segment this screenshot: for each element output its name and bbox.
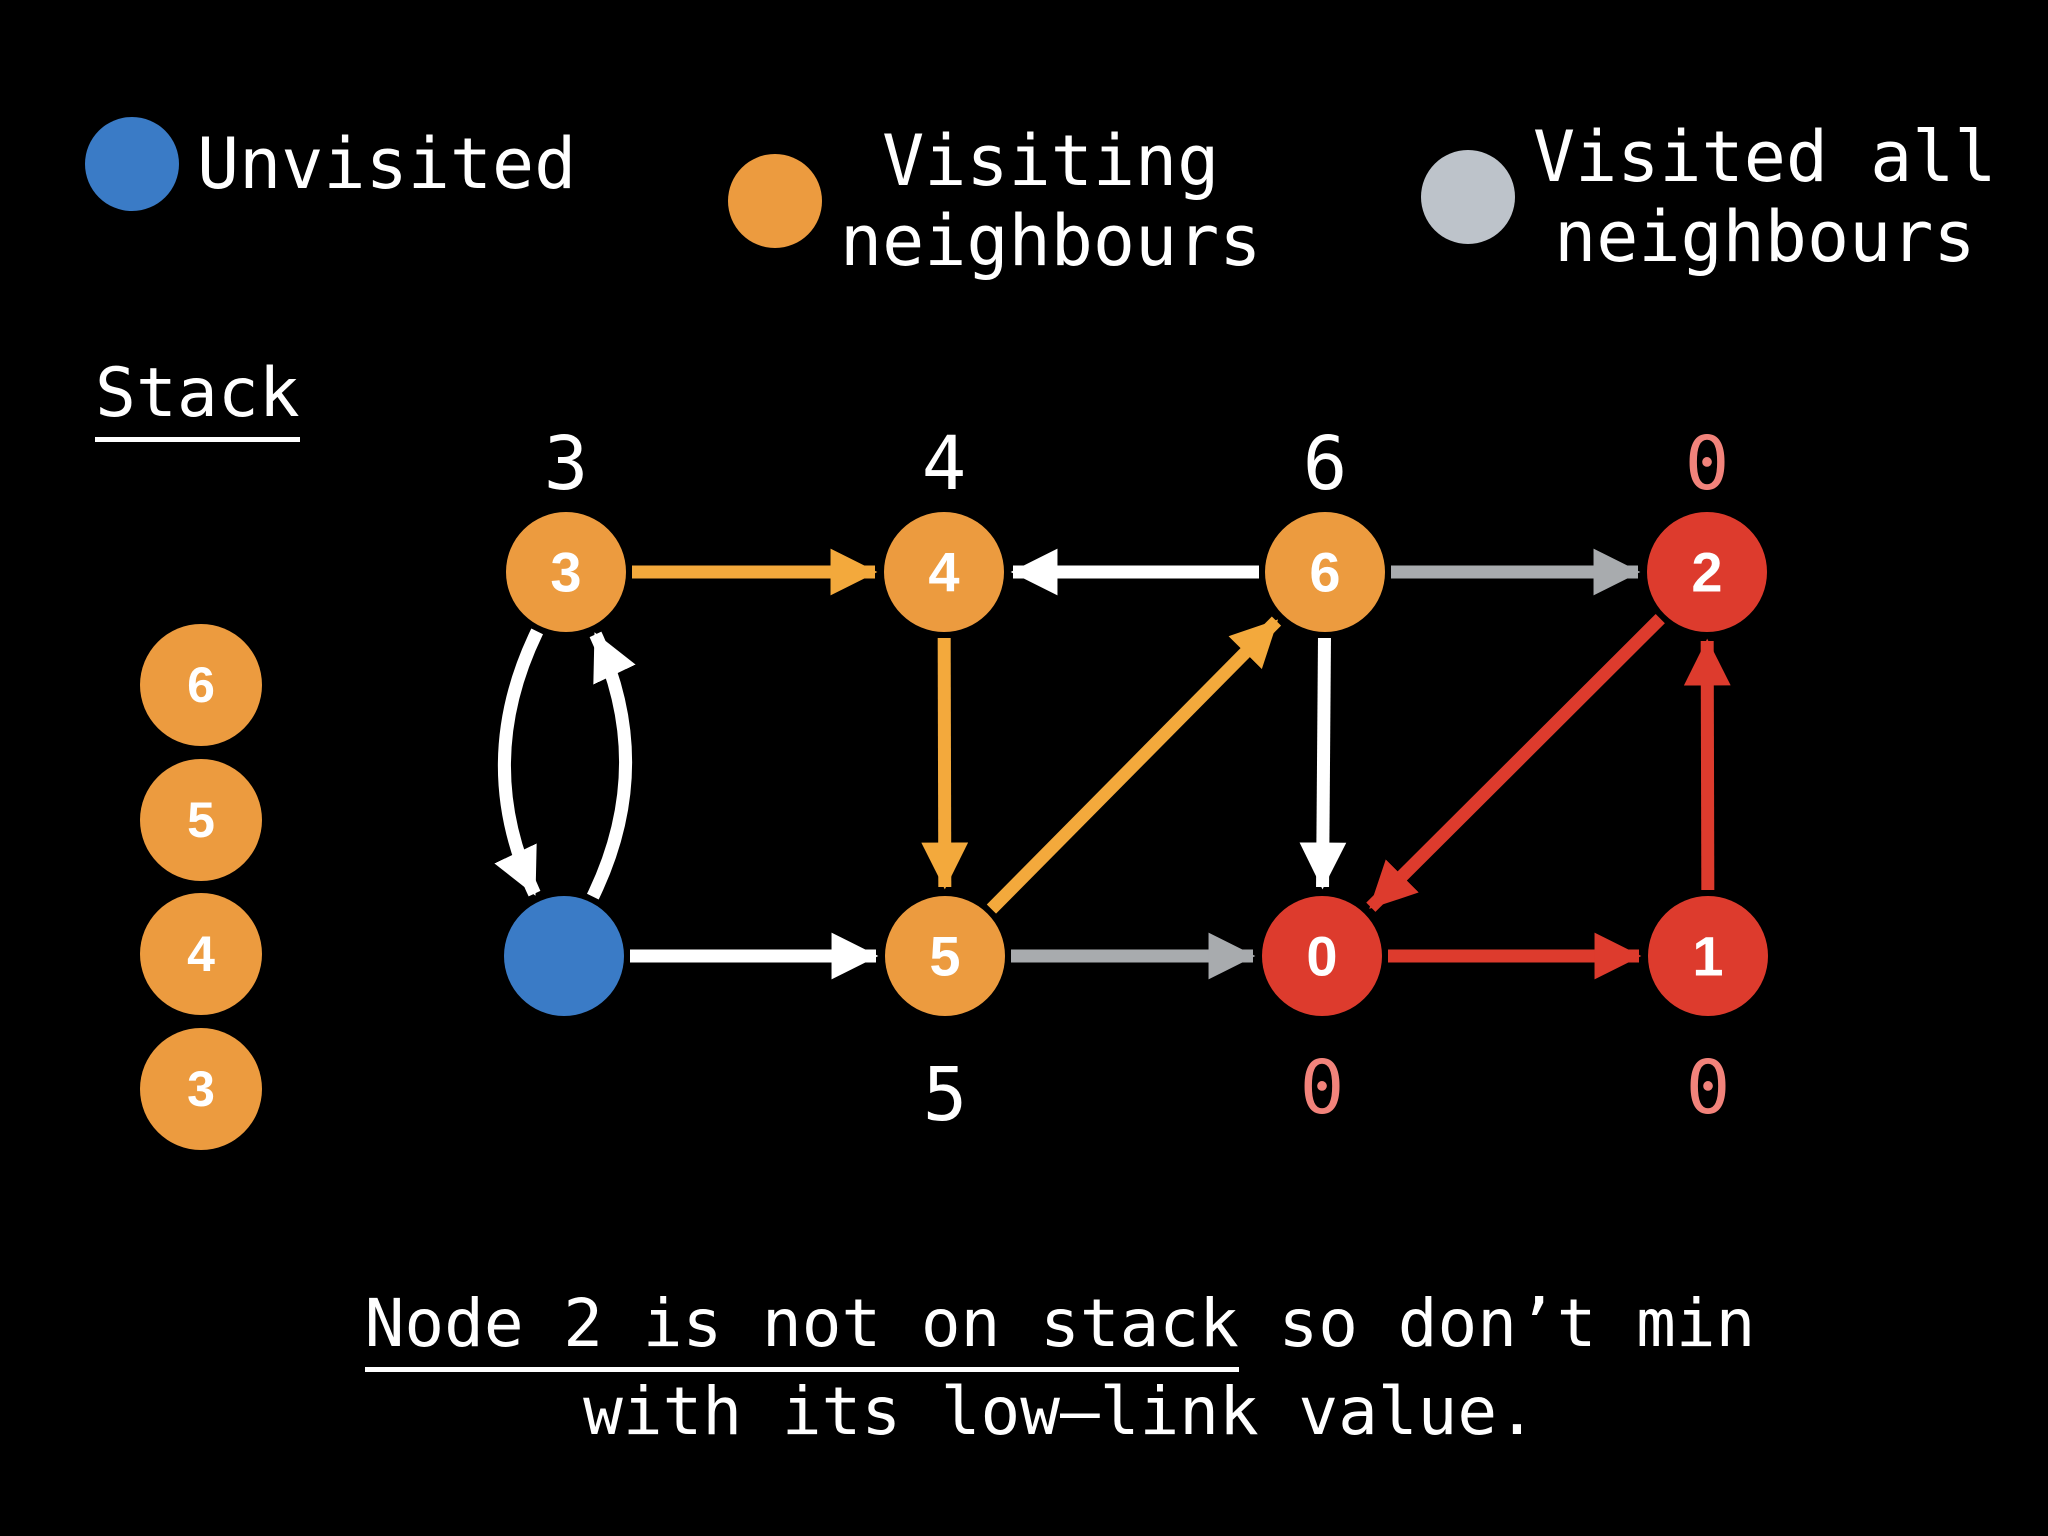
graph-node-3 <box>506 512 626 632</box>
low-link-value-label: 4 <box>922 421 967 507</box>
legend-label: Visiting neighbours <box>840 120 1262 282</box>
edge-4-to-5 <box>921 637 969 890</box>
stack-item: 5 <box>140 758 262 881</box>
node-id-label: 5 <box>929 925 960 988</box>
edge-6-to-0 <box>1299 637 1347 890</box>
stack-title: Stack <box>95 360 300 442</box>
low-link-value-label: 0 <box>1686 1045 1731 1131</box>
stack-item: 6 <box>140 624 262 746</box>
low-link-value-label: 6 <box>1303 421 1348 507</box>
node-id-label: 1 <box>1692 925 1723 988</box>
node-id-label: 0 <box>1306 925 1337 988</box>
edge-5-to-6 <box>986 616 1282 914</box>
legend-label: Visited all neighbours <box>1533 116 1997 278</box>
stack-item: 3 <box>140 1028 262 1151</box>
visiting-neighbours-state-icon <box>728 154 822 248</box>
graph-node-5 <box>885 896 1005 1016</box>
edge-1-to-2 <box>1683 638 1731 891</box>
legend-item-unvisited: Unvisited <box>85 117 576 211</box>
node-id-label: 4 <box>928 541 959 604</box>
edge-3-to-b <box>494 628 544 897</box>
edge-b-to-3 <box>586 631 636 900</box>
legend-item-visited-all-neighbours: Visited all neighbours <box>1421 117 1997 277</box>
low-link-value-label: 3 <box>544 421 589 507</box>
node-id-label: 6 <box>1309 541 1340 604</box>
visited-all-neighbours-state-icon <box>1421 150 1515 244</box>
edge-2-to-0 <box>1366 614 1665 912</box>
graph-node-unvisited <box>504 896 624 1016</box>
low-link-value-label: 5 <box>923 1052 968 1138</box>
legend-label: Unvisited <box>197 123 577 205</box>
low-link-value-label: 0 <box>1685 421 1730 507</box>
graph-node-2 <box>1647 512 1767 632</box>
stack-item: 4 <box>140 893 262 1016</box>
legend-item-visiting-neighbours: Visiting neighbours <box>728 121 1261 281</box>
caption-line-1-rest: so don’t min <box>1238 1285 1756 1362</box>
caption-line-1: Node 2 is not on stack so don’t min <box>80 1280 2040 1372</box>
caption: Node 2 is not on stack so don’t min with… <box>80 1280 2040 1456</box>
graph-node-6 <box>1265 512 1385 632</box>
caption-line-2: with its low–link value. <box>583 1373 1537 1450</box>
graph-node-4 <box>884 512 1004 632</box>
node-id-label: 3 <box>550 541 581 604</box>
graph-node-0 <box>1262 896 1382 1016</box>
graph-node-1 <box>1648 896 1768 1016</box>
caption-underlined-text: Node 2 is not on stack <box>364 1285 1239 1372</box>
node-id-label: 2 <box>1691 541 1722 604</box>
low-link-value-label: 0 <box>1300 1045 1345 1131</box>
unvisited-state-icon <box>85 117 179 211</box>
